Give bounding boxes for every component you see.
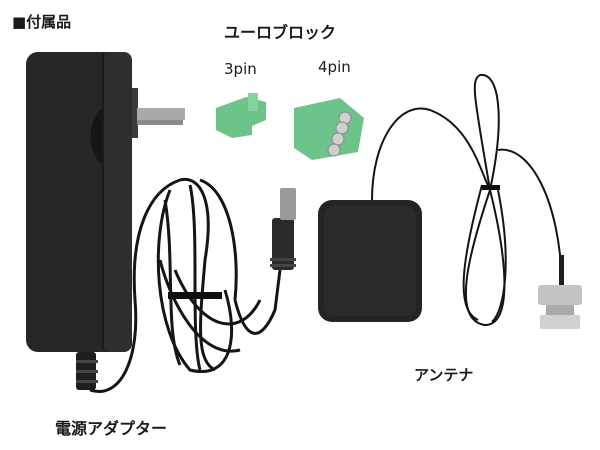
- power-adapter-image: [26, 52, 296, 393]
- euro-block-label: ユーロブロック: [224, 23, 337, 42]
- power-adapter-label: 電源アダプター: [55, 419, 168, 438]
- antenna-label: アンテナ: [414, 366, 474, 384]
- euro-block-4pin-label: 4pin: [318, 58, 351, 76]
- euro-block-3pin-label: 3pin: [224, 60, 257, 78]
- euro-block-4pin-image: [294, 98, 364, 160]
- euro-block-3pin-image: [216, 93, 266, 138]
- page-title: ■付属品: [12, 13, 72, 31]
- antenna-image: [318, 73, 582, 329]
